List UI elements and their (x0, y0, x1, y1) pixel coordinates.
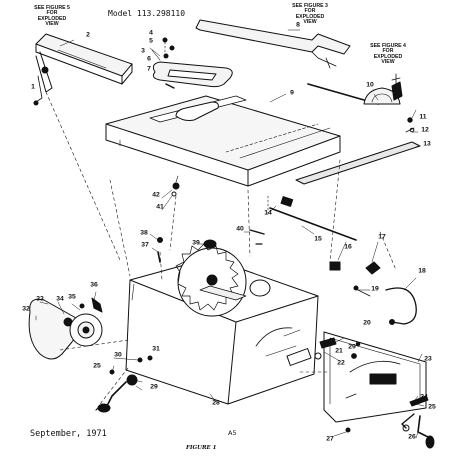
note-see-figure-5: SEE FIGURE 5 FOR EXPLODED VIEW (34, 5, 70, 28)
callout-35: 35 (68, 293, 76, 301)
part-belt-guard (28, 297, 103, 360)
callout-5: 5 (149, 37, 153, 45)
part-fence-rail (195, 19, 351, 69)
callout-4: 4 (149, 29, 153, 37)
callout-leaders (35, 29, 425, 439)
callout-30: 30 (114, 351, 122, 359)
figure-caption: FIGURE 1 (186, 445, 217, 451)
part-hardware-center (314, 337, 361, 360)
part-saw-blade (175, 243, 271, 317)
callout-42: 42 (152, 191, 160, 199)
part-miter-bar (295, 117, 421, 185)
callout-31: 31 (152, 345, 160, 353)
callout-25-left: 25 (93, 362, 101, 370)
part-hardware-top (157, 229, 265, 263)
callout-37: 37 (141, 241, 149, 249)
callout-21: 21 (335, 347, 343, 355)
callout-15: 15 (314, 235, 322, 243)
callout-32: 32 (22, 305, 30, 313)
callout-7: 7 (147, 65, 151, 73)
callout-11: 11 (419, 113, 427, 121)
callout-10: 10 (366, 81, 374, 89)
part-miter-gauge (307, 73, 403, 105)
callout-40: 40 (236, 225, 244, 233)
callout-26: 26 (408, 433, 416, 441)
part-front-panel (323, 331, 427, 423)
callout-3: 3 (141, 47, 145, 55)
callout-39: 39 (192, 239, 200, 247)
callout-18: 18 (418, 267, 426, 275)
callout-27: 27 (326, 435, 334, 443)
callout-23: 23 (424, 355, 432, 363)
callout-19: 19 (371, 285, 379, 293)
leader-lines (45, 91, 397, 405)
part-blade-guard (33, 33, 133, 106)
callout-2: 2 (86, 31, 90, 39)
callout-8: 8 (296, 21, 300, 29)
part-table-top (105, 95, 341, 187)
part-lock-knob (171, 175, 180, 197)
callout-20: 20 (363, 319, 371, 327)
callout-24: 24 (420, 393, 428, 401)
callout-34: 34 (56, 295, 64, 303)
callout-16: 16 (344, 243, 352, 251)
part-throat-plate (151, 37, 233, 89)
note-see-figure-3: SEE FIGURE 3 FOR EXPLODED VIEW (292, 3, 328, 26)
callout-29-right: 29 (348, 343, 356, 351)
publication-date: September, 1971 (30, 429, 107, 439)
callout-22: 22 (337, 359, 345, 367)
part-handwheel-left (95, 355, 153, 413)
callout-12: 12 (421, 126, 429, 134)
callout-28: 28 (212, 399, 220, 407)
page-number: A5 (228, 429, 237, 437)
callout-17: 17 (378, 233, 386, 241)
callout-41: 41 (156, 203, 164, 211)
part-switch-cord (329, 261, 417, 325)
callout-25-right: 25 (428, 403, 436, 411)
callout-36: 36 (90, 281, 98, 289)
callout-1: 1 (31, 83, 35, 91)
callout-29-left: 29 (150, 383, 158, 391)
callout-13: 13 (423, 140, 431, 148)
note-see-figure-4: SEE FIGURE 4 FOR EXPLODED VIEW (370, 43, 406, 66)
part-rod (267, 195, 357, 241)
model-number: Model 113.298110 (108, 9, 186, 18)
part-handwheel-right (345, 395, 435, 449)
callout-6: 6 (147, 55, 151, 63)
callout-38: 38 (140, 229, 148, 237)
callout-33: 33 (36, 295, 44, 303)
callout-14: 14 (264, 209, 272, 217)
callout-9: 9 (290, 89, 294, 97)
